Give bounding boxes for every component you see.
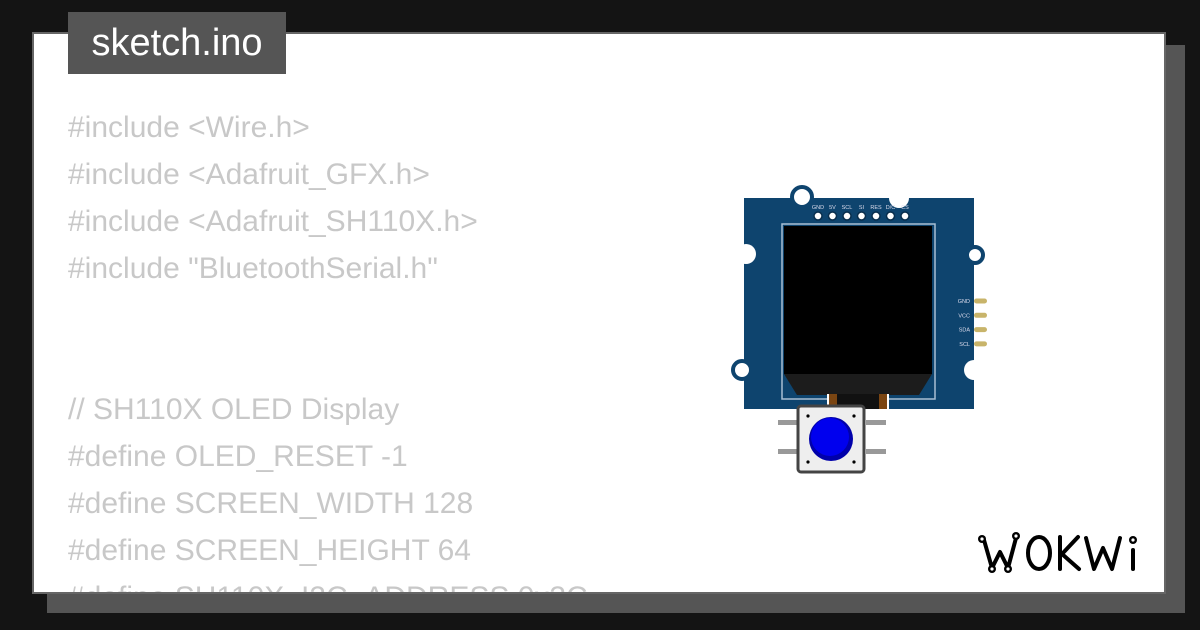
pin-connector: [974, 327, 987, 333]
pin-label: RES: [870, 205, 882, 211]
pin-connector: [974, 312, 987, 318]
pin-header: [900, 211, 910, 221]
pin-header: [885, 211, 896, 221]
pushbutton: [778, 404, 886, 474]
code-line: #define SCREEN_HEIGHT 64: [68, 534, 471, 567]
pin-label: VCC: [958, 313, 970, 319]
file-tab: sketch.ino: [68, 12, 286, 74]
wokwi-logo: [978, 532, 1137, 573]
code-line: #define SH110X_I2C_ADDRESS 0x3C: [68, 574, 588, 592]
pin-label: CS: [901, 205, 909, 211]
oled-display-module: GND 5V SCL SI RES D/C CS GND VCC SDA SCL: [731, 185, 987, 409]
code-line: [68, 292, 588, 339]
pin-header: [842, 211, 852, 221]
preview-card: #include <Wire.h> #include <Adafruit_GFX.…: [32, 32, 1166, 594]
code-preview: #include <Wire.h> #include <Adafruit_GFX.…: [68, 104, 588, 592]
pin-label: 5V: [829, 205, 836, 211]
code-line: // SH110X OLED Display: [68, 393, 400, 426]
pin-header: [813, 211, 823, 221]
pin-connector: [974, 298, 987, 304]
pin-label: GND: [958, 299, 970, 305]
pin-label: D/C: [886, 205, 896, 211]
pin-connector: [974, 341, 987, 347]
code-line: #define OLED_RESET -1: [68, 440, 408, 473]
code-line: [68, 339, 588, 386]
oled-screen: [784, 226, 932, 374]
pin-header: [827, 211, 838, 221]
code-line: #include "BluetoothSerial.h": [68, 252, 438, 285]
pin-header: [871, 211, 881, 221]
pin-label: SCL: [959, 342, 970, 348]
code-line: #include <Adafruit_SH110X.h>: [68, 205, 478, 238]
pin-label: SI: [859, 205, 865, 211]
pin-header: [856, 211, 867, 221]
pin-label: GND: [812, 205, 824, 211]
code-line: #define SCREEN_WIDTH 128: [68, 487, 474, 520]
pin-label: SDA: [959, 328, 971, 334]
code-line: #include <Wire.h>: [68, 111, 310, 144]
code-line: #include <Adafruit_GFX.h>: [68, 158, 430, 191]
pin-label: SCL: [842, 205, 853, 211]
